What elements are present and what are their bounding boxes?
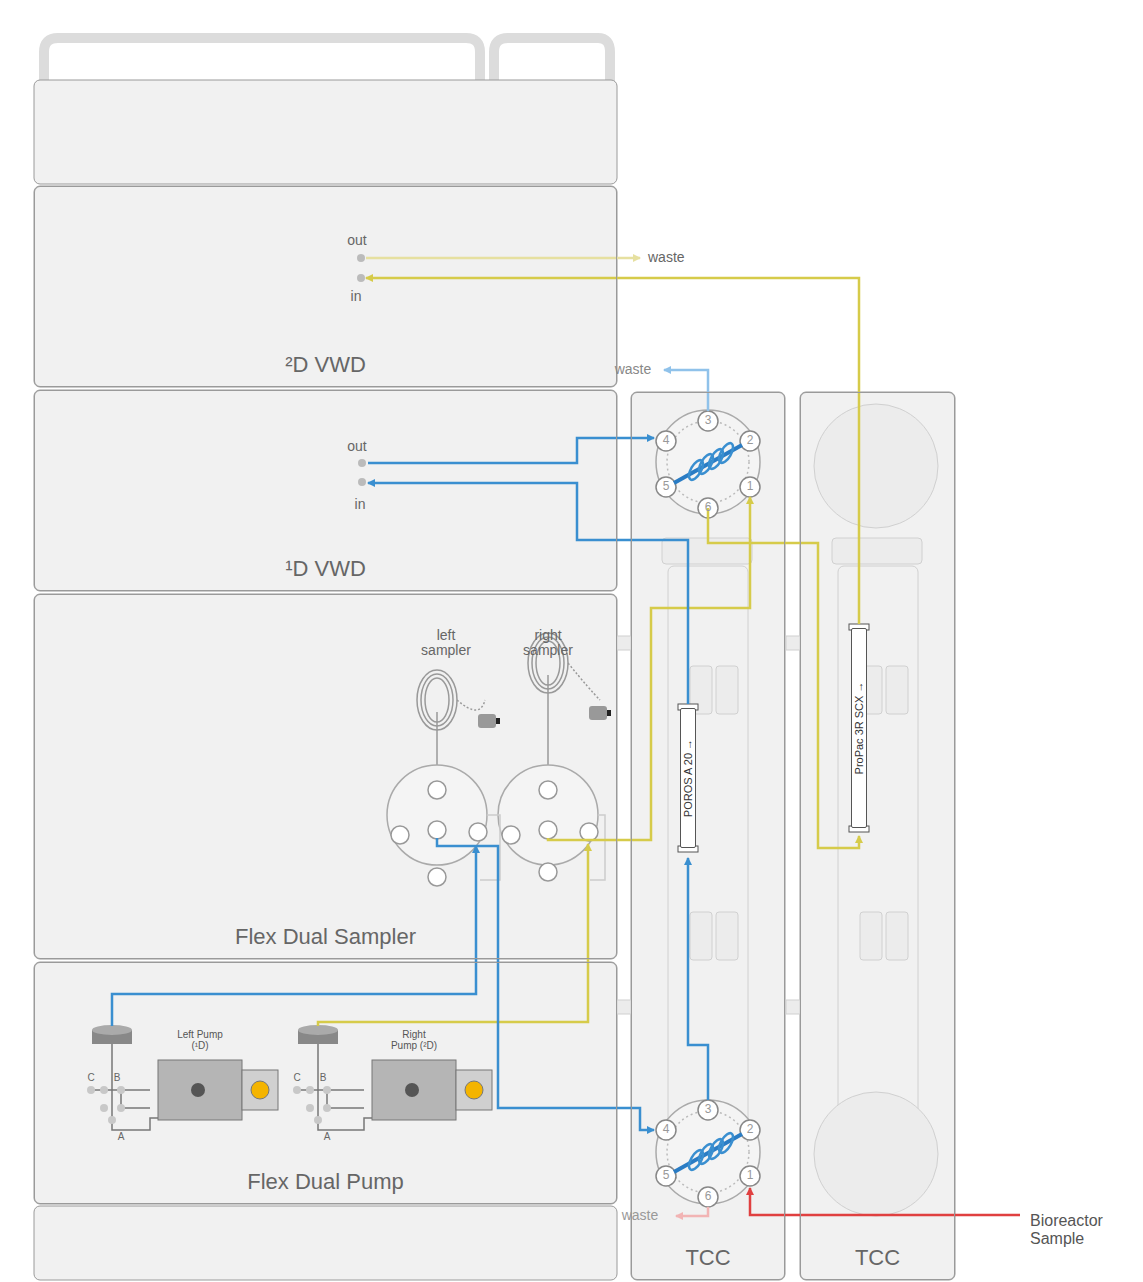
- part-label: 4: [663, 1123, 670, 1136]
- module-name: ²D VWD: [285, 352, 366, 378]
- part-label: 3: [705, 414, 712, 427]
- part-label: waste: [615, 362, 652, 377]
- part-label: waste: [622, 1208, 659, 1223]
- part-label: right sampler: [515, 628, 581, 659]
- detector-module: ¹D VWD: [34, 390, 617, 591]
- part-label: Left Pump (¹D): [176, 1029, 224, 1051]
- column-label: ProPac 3R SCX →: [853, 682, 865, 775]
- column-compartment: TCC ProPac 3R SCX →: [800, 392, 955, 1280]
- part-label: left sampler: [415, 628, 477, 659]
- part-label: 1: [747, 480, 754, 493]
- column-label: POROS A 20 →: [682, 739, 694, 817]
- part-label: 6: [705, 1190, 712, 1203]
- part-label: A: [118, 1131, 125, 1142]
- part-label: A: [324, 1131, 331, 1142]
- part-label: 4: [663, 434, 670, 447]
- part-label: C: [87, 1072, 94, 1083]
- module-name: TCC: [855, 1245, 900, 1271]
- detector-module: ²D VWD: [34, 186, 617, 387]
- tubing-connector: [366, 278, 859, 624]
- part-label: out: [347, 439, 366, 454]
- part-label: Right Pump (²D): [390, 1029, 438, 1051]
- part-label: waste: [648, 250, 685, 265]
- part-label: in: [351, 289, 362, 304]
- part-label: 1: [747, 1169, 754, 1182]
- part-label: 2: [747, 1123, 754, 1136]
- part-label: 3: [705, 1103, 712, 1116]
- part-label: C: [293, 1072, 300, 1083]
- pump-module: Flex Dual Pump: [34, 962, 617, 1204]
- module-name: Flex Dual Pump: [247, 1169, 404, 1195]
- column: POROS A 20 →: [680, 708, 696, 848]
- part-label: B: [114, 1072, 121, 1083]
- part-label: Bioreactor Sample: [1030, 1212, 1130, 1247]
- part-label: 6: [705, 501, 712, 514]
- part-label: 5: [663, 480, 670, 493]
- column-compartment: TCC POROS A 20 →: [631, 392, 785, 1280]
- part-label: B: [320, 1072, 327, 1083]
- module-name: Flex Dual Sampler: [235, 924, 416, 950]
- module-name: ¹D VWD: [285, 556, 366, 582]
- module-name: TCC: [685, 1245, 730, 1271]
- part-label: in: [355, 497, 366, 512]
- part-label: 2: [747, 434, 754, 447]
- part-label: out: [347, 233, 366, 248]
- part-label: 5: [663, 1169, 670, 1182]
- column: ProPac 3R SCX →: [851, 628, 867, 828]
